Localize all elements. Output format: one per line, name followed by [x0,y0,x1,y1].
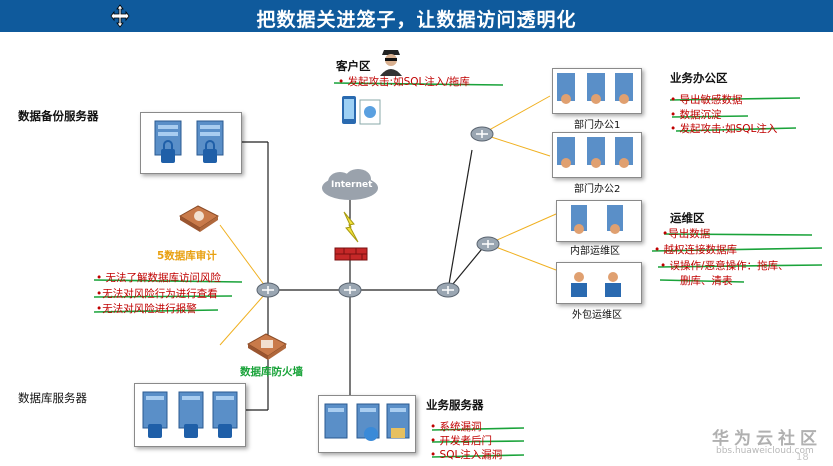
biz-risk-3: • SQL注入漏洞 [430,449,503,461]
ops-risk-2: • 越权连接数据库 [654,244,738,256]
db-firewall-label: 数据库防火墙 [240,366,303,378]
dept2-label: 部门办公2 [574,184,621,195]
audit-risk-3: •无法对风险进行报警 [96,303,197,315]
db-server-box [134,383,246,447]
office-users-icon [557,137,633,168]
office-risk-2: • 数据沉淀 [670,109,722,121]
external-ops-label: 外包运维区 [572,310,622,321]
server-icon [154,120,224,163]
internet-cloud-icon [322,169,378,200]
page-title: 把数据关进笼子，让数据访问透明化 [256,9,577,31]
router-office-icon [470,126,494,142]
page-number: 18 [796,452,809,463]
firewall-brick-icon [334,247,368,261]
ops-label: 运维区 [670,211,705,225]
router-ops-icon [476,236,500,252]
audit-risk-2: •无法对风险行为进行查看 [96,288,218,300]
external-ops-box [556,262,642,304]
watermark-url: bbs.huaweicloud.com [716,446,814,456]
title-bar: 把数据关进笼子，让数据访问透明化 [0,0,833,32]
router-center-icon [338,282,362,298]
office-users-icon [557,73,633,104]
biz-label: 业务服务器 [426,398,484,412]
hacker-icon [380,50,402,76]
internal-ops-box [556,200,642,242]
audit-label: 5数据库审计 [157,250,217,262]
business-server-icon [324,403,410,441]
router-right-icon [436,282,460,298]
client-devices-icon [342,96,381,125]
biz-risk-2: • 开发者后门 [430,435,493,447]
internet-label: Internet [331,180,373,190]
dept2-box [552,132,642,178]
office-risk-1: • 导出敏感数据 [670,94,743,106]
router-left-icon [256,282,280,298]
client-risk: • 发起攻击:如SQL注入/拖库 [338,76,470,88]
ops-user-icon [571,205,623,234]
ops-risk-1: •导出数据 [662,228,711,240]
internal-ops-label: 内部运维区 [570,246,620,257]
backup-label: 数据备份服务器 [18,109,99,123]
audit-device-icon [179,205,219,232]
database-server-icon [142,391,238,438]
ops-user-icon [571,272,621,297]
watermark-brand: 华为云社区 [712,429,822,449]
lightning-icon [343,211,359,243]
move-cursor-icon [110,4,130,28]
office-risk-3: • 发起攻击:如SQL注入 [670,123,778,135]
office-label: 业务办公区 [670,71,728,85]
client-label: 客户区 [336,59,371,73]
db-servers-label: 数据库服务器 [18,391,87,405]
db-firewall-device-icon [247,333,287,360]
biz-risk-1: • 系统漏洞 [430,421,482,433]
ops-risk-4: 删库、清表 [680,275,733,287]
dept1-box [552,68,642,114]
biz-server-box [318,395,416,453]
ops-risk-3: • 误操作/恶意操作：拖库、 [660,260,789,272]
dept1-label: 部门办公1 [574,120,621,131]
audit-risk-1: • 无法了解数据库访问风险 [96,272,222,284]
backup-server-box [140,112,242,174]
